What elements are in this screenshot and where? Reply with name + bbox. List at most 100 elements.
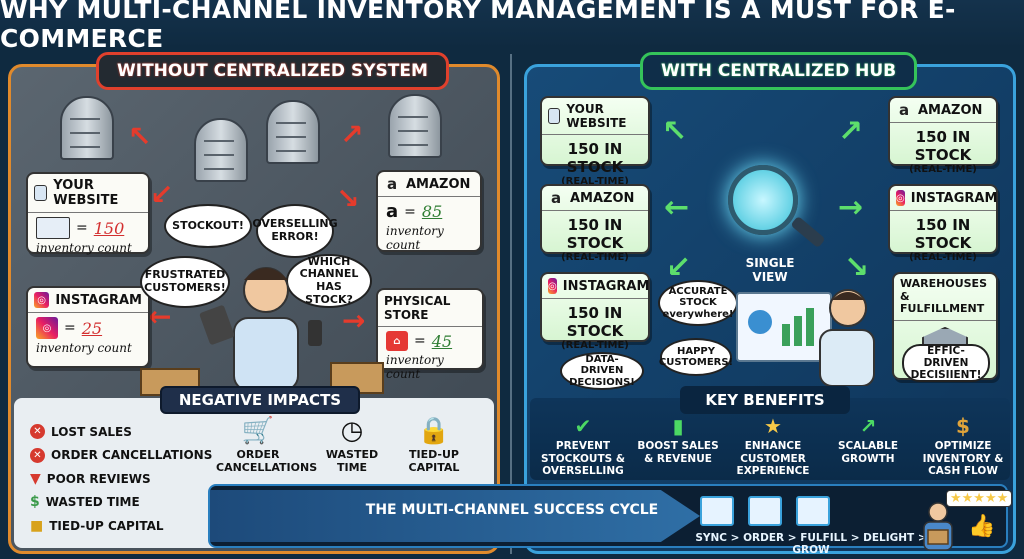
list-item: $WASTED TIME: [30, 494, 140, 511]
red-arrow-icon: ↘: [336, 182, 360, 215]
red-arrow-icon: ↗: [340, 118, 364, 151]
page-title: WHY MULTI-CHANNEL INVENTORY MANAGEMENT I…: [0, 0, 1024, 53]
red-arrow-icon: →: [342, 304, 366, 337]
browser-icon: [548, 108, 561, 124]
broken-silo-icon: [194, 118, 248, 182]
amazon-icon: a: [386, 201, 399, 222]
red-arrow-icon: ↙: [150, 178, 174, 211]
benefit-item: $OPTIMIZE INVENTORY & CASH FLOW: [922, 414, 1004, 478]
chart-icon: ▮: [672, 414, 684, 438]
star-icon: ★: [764, 414, 782, 438]
right-panel-header: WITH CENTRALIZED HUB: [640, 52, 918, 90]
order-cancellations-item: 🛒ORDER CANCELLATIONS: [216, 416, 318, 475]
left-panel-header: WITHOUT CENTRALIZED SYSTEM: [96, 52, 449, 90]
benefit-item: ★ENHANCE CUSTOMER EXPERIENCE: [736, 414, 810, 478]
bubble-efficient: EFFIC-DRIVEN DECISIIENT!: [902, 344, 990, 382]
inventory-value: 45: [431, 331, 453, 351]
green-arrow-icon: ↘: [844, 250, 870, 285]
green-arrow-icon: ↙: [666, 250, 692, 285]
list-item: ▼POOR REVIEWS: [30, 470, 151, 487]
amazon-icon: a: [386, 175, 398, 193]
list-item: ✕ORDER CANCELLATIONS: [30, 444, 212, 468]
bubble-happy-customers: HAPPY CUSTOMERS!: [659, 338, 733, 376]
key-benefits-list: ✔PREVENT STOCKOUTS & OVERSELLING ▮BOOST …: [538, 414, 1008, 478]
instagram-icon: ◎: [36, 317, 58, 339]
card-instagram-left: ◎INSTAGRAM ◎=25 inventory count: [26, 286, 150, 368]
sync-icon: [700, 496, 734, 526]
bubble-overselling: OVERSELLING ERROR!: [252, 204, 338, 258]
list-item: ■TIED-UP CAPITAL: [30, 517, 164, 534]
fulfill-icon: [796, 496, 830, 526]
happy-person-illustration: [819, 289, 875, 386]
tied-up-capital-item: 🔒TIED-UP CAPITAL: [408, 416, 460, 475]
card-instagram-right: ◎INSTAGRAM 150 IN STOCK (REAL-TIME): [540, 272, 650, 351]
thumbs-up-icon: 👍: [968, 514, 996, 539]
padlock-icon: 🔒: [417, 416, 451, 446]
negative-impacts-list: ✕LOST SALES ✕ORDER CANCELLATIONS ▼POOR R…: [30, 420, 212, 538]
cart-icon: 🛒: [241, 416, 275, 446]
red-arrow-icon: ↖: [128, 120, 152, 153]
clock-icon: ◷: [340, 416, 364, 446]
money-icon: $: [30, 494, 40, 511]
cycle-arrow: [210, 490, 700, 542]
list-item: ✕LOST SALES: [30, 420, 212, 444]
bubble-stockout: STOCKOUT!: [164, 204, 252, 248]
bubble-which-channel: WHICH CHANNEL HAS STOCK?: [286, 254, 372, 308]
green-arrow-icon: ←: [664, 190, 690, 225]
divider: [510, 54, 512, 554]
browser-icon: [34, 185, 48, 201]
dashboard-screen: [736, 292, 832, 362]
card-instagram-right-top: ◎INSTAGRAM 150 IN STOCK (REAL-TIME): [888, 184, 998, 263]
x-icon: ✕: [30, 447, 45, 463]
card-your-website-right: YOUR WEBSITE 150 IN STOCK (REAL-TIME): [540, 96, 650, 187]
order-icon: [748, 496, 782, 526]
growth-arrow-icon: ↗: [859, 414, 877, 438]
bubble-data-driven: DATA-DRIVEN DECISIONS!: [560, 352, 644, 390]
amazon-icon: a: [550, 189, 562, 207]
instagram-icon: ◎: [548, 278, 557, 294]
lock-icon: ■: [30, 517, 44, 534]
stressed-person-illustration: [199, 267, 322, 390]
money-bag-icon: $: [956, 414, 970, 438]
negative-impacts-icons: 🛒ORDER CANCELLATIONS ◷WASTED TIME 🔒TIED-…: [216, 416, 464, 474]
wasted-time-item: ◷WASTED TIME: [325, 416, 379, 475]
inventory-value: 150: [93, 218, 125, 238]
benefit-item: ↗SCALABLE GROWTH: [837, 414, 899, 465]
inventory-value: 85: [421, 202, 443, 221]
benefit-item: ✔PREVENT STOCKOUTS & OVERSELLING: [540, 414, 625, 478]
broken-silo-icon: [60, 96, 114, 160]
cycle-title: THE MULTI-CHANNEL SUCCESS CYCLE: [365, 502, 659, 518]
red-arrow-icon: ←: [148, 300, 172, 333]
x-icon: ✕: [30, 424, 45, 440]
customer-with-box-illustration: [923, 502, 953, 551]
central-hub-magnifier-icon: [728, 165, 798, 235]
broken-silo-icon: [266, 100, 320, 164]
benefit-item: ▮BOOST SALES & REVENUE: [637, 414, 719, 465]
cycle-steps: SYNC > ORDER > FULFILL > DELIGHT > GROW: [695, 532, 927, 556]
bubble-accurate-stock: ACCURATE STOCK everywhere!: [658, 280, 738, 326]
broken-silo-icon: [388, 94, 442, 158]
store-icon: ⌂: [386, 331, 408, 351]
green-arrow-icon: ↗: [838, 114, 864, 149]
instagram-icon: ◎: [34, 292, 50, 308]
checkmark-icon: ✔: [574, 414, 592, 438]
key-benefits-header: KEY BENEFITS: [680, 386, 850, 414]
green-arrow-icon: →: [838, 190, 864, 225]
bubble-frustrated: FRUSTRATED CUSTOMERS!: [140, 256, 230, 308]
hub-label: SINGLE VIEW: [745, 256, 795, 284]
dashboard-chart-icon: [748, 308, 814, 346]
instagram-icon: ◎: [896, 190, 905, 206]
cycle-step-icons: [700, 496, 830, 526]
five-star-rating-icon: ★★★★★: [946, 490, 1013, 507]
screen-icon: [36, 217, 70, 239]
card-your-website-left: YOUR WEBSITE =150 inventory count: [26, 172, 150, 255]
green-arrow-icon: ↖: [662, 114, 688, 149]
card-physical-store-left: PHYSICAL STORE ⌂=45 inventory count: [376, 288, 484, 381]
thumbs-down-icon: ▼: [30, 470, 41, 487]
inventory-value: 25: [81, 318, 103, 338]
amazon-icon: a: [898, 101, 910, 119]
negative-impacts-header: NEGATIVE IMPACTS: [160, 386, 360, 414]
